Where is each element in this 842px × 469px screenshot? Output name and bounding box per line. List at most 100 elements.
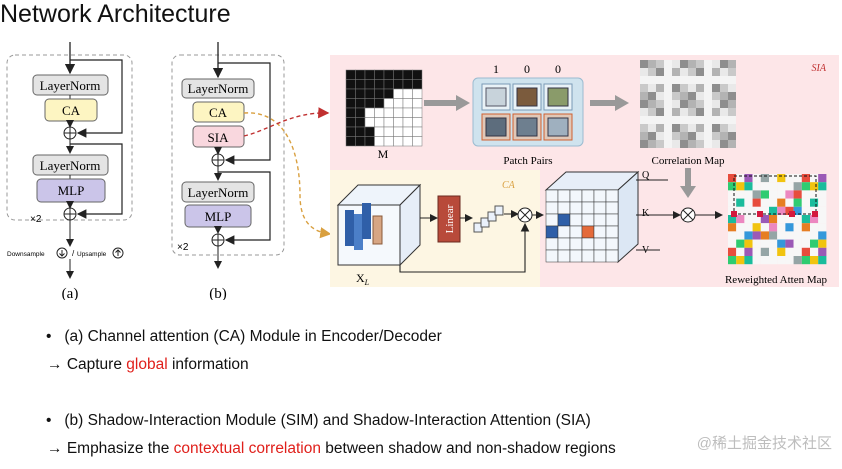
attention-cube-cell [581, 225, 595, 239]
attention-cube-cell [605, 237, 619, 251]
mask-cell [402, 136, 413, 147]
reweighted-cell [777, 206, 786, 215]
mask-cell [402, 117, 413, 128]
mask-cell [364, 107, 375, 118]
correlation-cell [648, 92, 656, 100]
reweighted-cell [801, 223, 810, 232]
reweighted-cell [736, 206, 745, 215]
reweighted-cell [744, 247, 753, 256]
correlation-cell [656, 76, 664, 84]
reweighted-cell [785, 223, 794, 232]
reweighted-cell [744, 174, 753, 183]
correlation-cell [704, 68, 712, 76]
reweighted-cell [736, 256, 745, 265]
reweighted-cell [818, 190, 827, 199]
correlation-cell [688, 140, 696, 148]
correlation-cell [728, 140, 736, 148]
reweighted-marker [731, 211, 737, 217]
patch-pairs [472, 77, 584, 147]
reweighted-cell [760, 223, 769, 232]
correlation-cell [648, 84, 656, 92]
reweighted-cell [752, 247, 761, 256]
block-b-ca [192, 101, 245, 123]
correlation-cell [640, 116, 648, 124]
reweighted-cell [777, 247, 786, 256]
correlation-cell [640, 108, 648, 116]
reweighted-cell [818, 239, 827, 248]
mask-cell [355, 98, 366, 109]
reweighted-cell [801, 239, 810, 248]
reweighted-cell [760, 182, 769, 191]
reweighted-cell [793, 231, 802, 240]
mask-cell [393, 79, 404, 90]
correlation-cell [680, 108, 688, 116]
correlation-cell [656, 124, 664, 132]
reweighted-cell [744, 182, 753, 191]
correlation-cell [680, 116, 688, 124]
correlation-cell [664, 100, 672, 108]
reweighted-cell [777, 231, 786, 240]
correlation-cell [728, 116, 736, 124]
mask-cell [345, 136, 356, 147]
reweighted-cell [736, 215, 745, 224]
correlation-cell [672, 108, 680, 116]
correlation-cell [704, 116, 712, 124]
correlation-cell [680, 140, 688, 148]
block-b-ca-label: CA [209, 105, 228, 120]
reweighted-cell [777, 256, 786, 265]
attention-cube-cell [557, 225, 571, 239]
attention-cube-cell [581, 237, 595, 251]
block-b-layernorm1 [181, 78, 255, 99]
correlation-cell [720, 116, 728, 124]
reweighted-cell [760, 247, 769, 256]
reweighted-cell [744, 256, 753, 265]
reweighted-cell [793, 198, 802, 207]
correlation-cell [640, 68, 648, 76]
mask-cell [374, 88, 385, 99]
q-label: Q [642, 170, 650, 181]
correlation-cell [712, 116, 720, 124]
correlation-cell [672, 124, 680, 132]
correlation-cell [728, 108, 736, 116]
attention-cube-cell [605, 213, 619, 227]
attention-cube [544, 170, 640, 264]
reweighted-cell [744, 239, 753, 248]
correlation-cell [680, 76, 688, 84]
correlation-cell [680, 92, 688, 100]
attention-cube-cell [545, 249, 559, 263]
reweighted-cell [769, 190, 778, 199]
attention-cube-cell [593, 189, 607, 203]
mask-cell [393, 117, 404, 128]
mask-cell [402, 98, 413, 109]
mask-cell [402, 79, 413, 90]
reweighted-cell [744, 223, 753, 232]
correlation-cell [640, 76, 648, 84]
reweighted-cell [777, 190, 786, 199]
reweighted-cell [769, 223, 778, 232]
mask-cell [345, 79, 356, 90]
reweighted-cell [736, 174, 745, 183]
ca-link-arrow [243, 112, 332, 239]
reweighted-cell [728, 256, 737, 265]
attention-cube-cell [569, 201, 583, 215]
block-b-frame [171, 54, 285, 256]
correlation-cell [648, 140, 656, 148]
reweighted-cell [785, 215, 794, 224]
mask-cell [374, 69, 385, 80]
mask-cell [364, 88, 375, 99]
mask-cell [412, 88, 423, 99]
attention-cube-cell [545, 201, 559, 215]
correlation-cell [696, 92, 704, 100]
mask-cell [393, 107, 404, 118]
attention-cube-cell [545, 213, 559, 227]
reweighted-cell [785, 247, 794, 256]
caption-a: (a) [62, 286, 79, 300]
correlation-cell [712, 60, 720, 68]
correlation-cell [648, 132, 656, 140]
mask-cell [355, 88, 366, 99]
correlation-cell [672, 140, 680, 148]
reweighted-cell [810, 182, 819, 191]
block-a-mlp-label: MLP [58, 183, 85, 198]
correlation-cell [656, 92, 664, 100]
correlation-cell [720, 124, 728, 132]
